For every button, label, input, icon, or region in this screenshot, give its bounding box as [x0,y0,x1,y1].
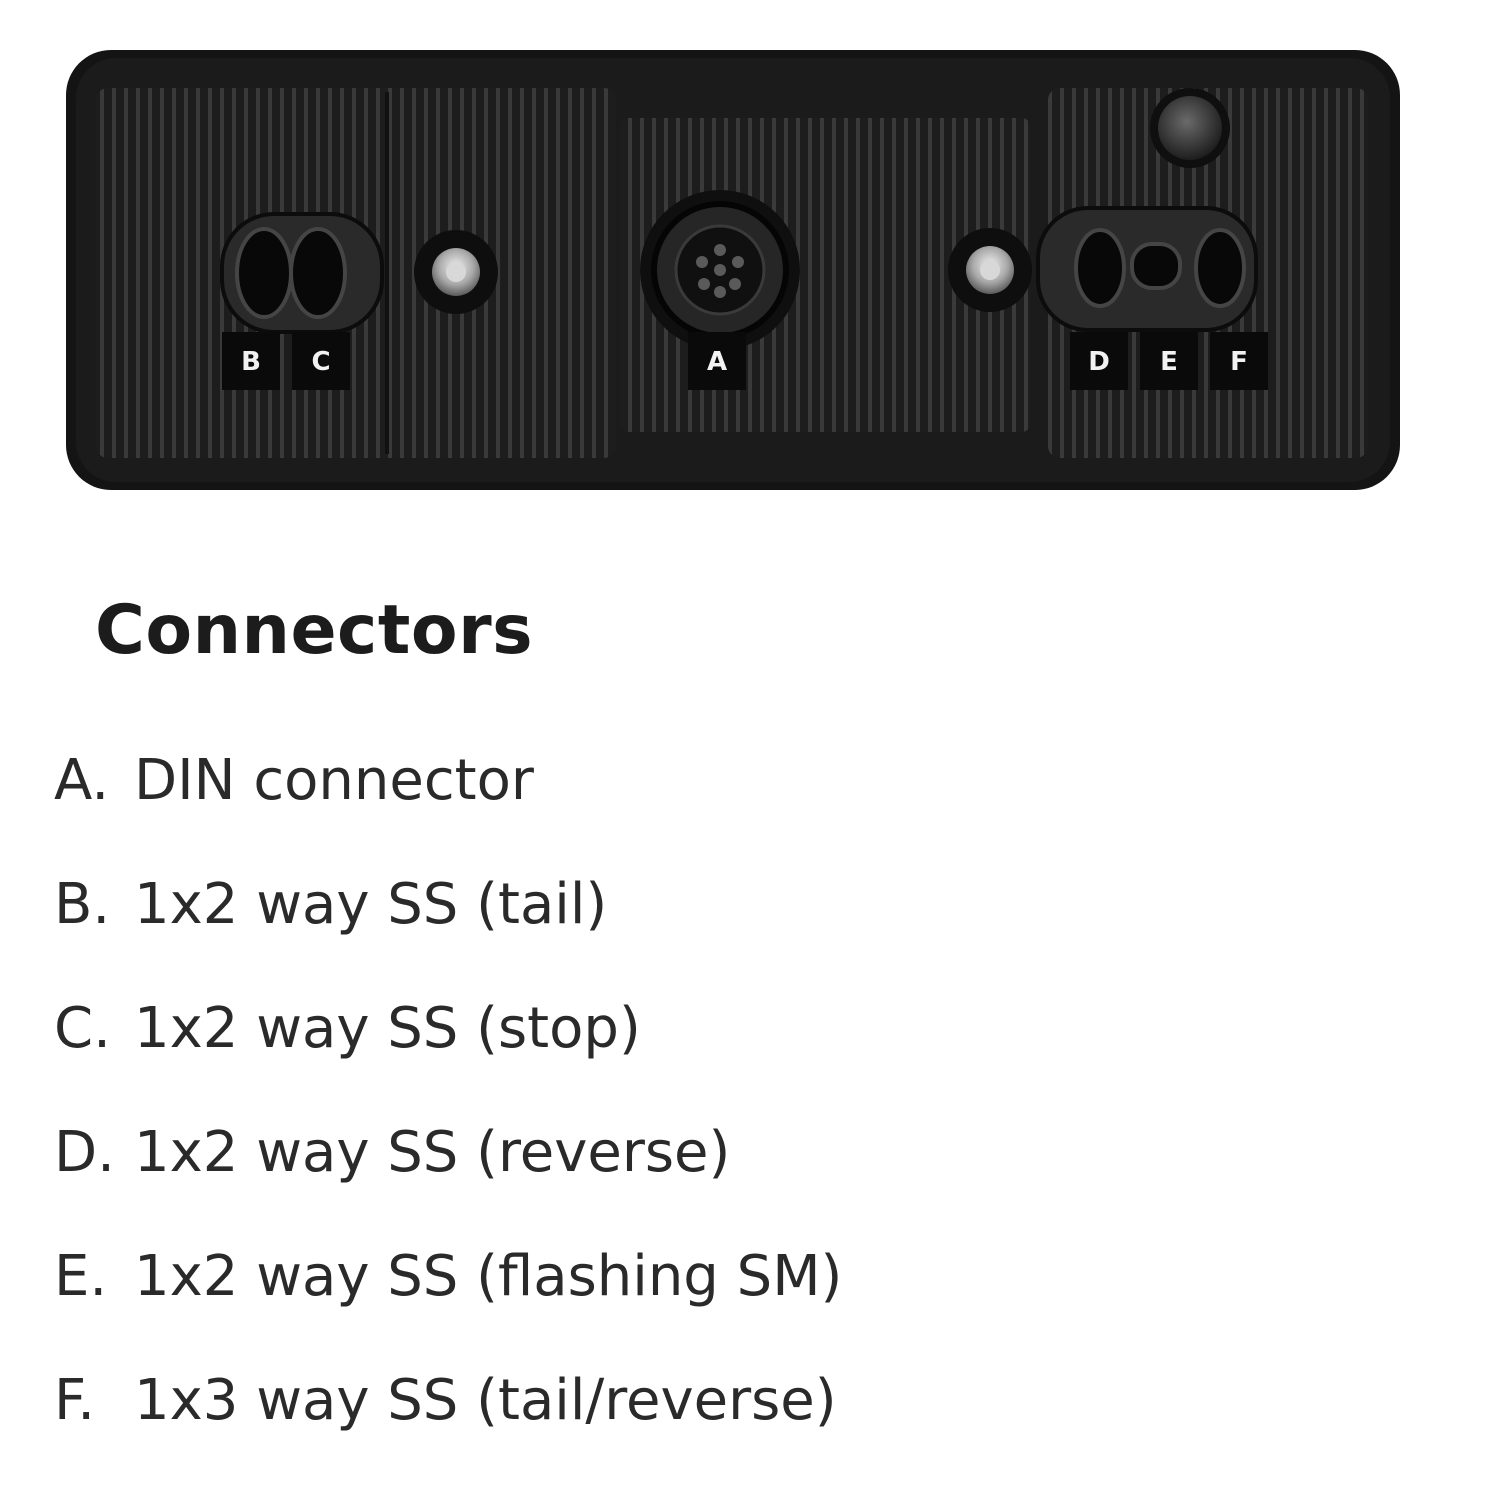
list-item: C. 1x2 way SS (stop) [54,966,842,1090]
label-tag-c: C [292,332,350,390]
svg-text:E: E [1160,347,1178,377]
item-letter: F. [54,1367,96,1433]
svg-text:A: A [707,347,727,377]
list-item: A. DIN connector [54,718,842,842]
list-item: E. 1x2 way SS (flashing SM) [54,1214,842,1338]
item-letter: B. [54,871,111,937]
list-item: D. 1x2 way SS (reverse) [54,1090,842,1214]
product-photo: B C A D E F [40,30,1440,550]
connector-panel-image: B C A D E F [66,50,1400,490]
label-tag-f: F [1210,332,1268,390]
label-tag-e: E [1140,332,1198,390]
mounting-nut-right [948,228,1032,312]
mounting-nut-left [414,230,498,314]
label-tag-b: B [222,332,280,390]
item-text: 1x2 way SS (tail) [134,871,608,937]
item-letter: A. [54,747,110,813]
round-button [1150,88,1230,168]
item-text: 1x3 way SS (tail/reverse) [134,1367,837,1433]
svg-text:D: D [1088,347,1110,377]
item-text: DIN connector [134,747,534,813]
label-tag-a: A [688,332,746,390]
item-text: 1x2 way SS (reverse) [134,1119,731,1185]
connector-bc [220,212,384,334]
item-letter: E. [54,1243,108,1309]
item-text: 1x2 way SS (stop) [134,995,641,1061]
label-tag-d: D [1070,332,1128,390]
svg-text:C: C [311,347,330,377]
item-letter: C. [54,995,111,1061]
item-text: 1x2 way SS (flashing SM) [134,1243,843,1309]
page-title: Connectors [95,591,534,670]
item-letter: D. [54,1119,115,1185]
list-item: B. 1x2 way SS (tail) [54,842,842,966]
din-connector-a [640,190,800,350]
svg-text:B: B [241,347,261,377]
connector-list: A. DIN connector B. 1x2 way SS (tail) C.… [54,718,842,1462]
connector-def [1036,206,1258,332]
list-item: F. 1x3 way SS (tail/reverse) [54,1338,842,1462]
svg-text:F: F [1230,347,1248,377]
